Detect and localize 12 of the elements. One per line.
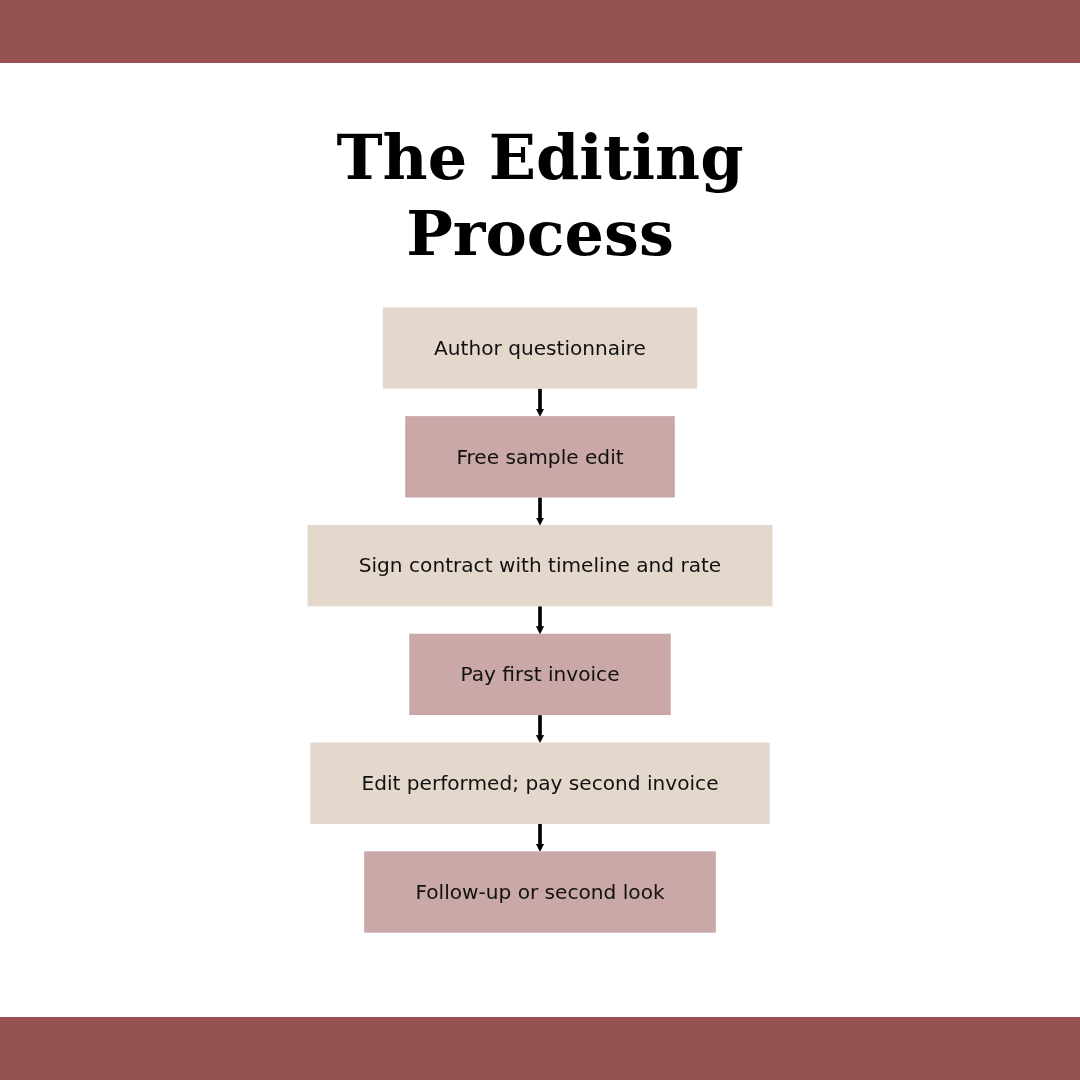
- arrow: [536, 715, 544, 743]
- node-box: Author questionnaire: [382, 307, 698, 389]
- node-box: Free sample edit: [405, 416, 675, 498]
- node-box: Sign contract with timeline and rate: [307, 524, 773, 607]
- node-box: Follow-up or second look: [364, 851, 716, 933]
- node-box: Edit performed; pay second invoice: [310, 742, 770, 824]
- title: The Editing Process: [335, 120, 745, 272]
- arrow: [536, 823, 544, 852]
- arrow: [536, 606, 544, 635]
- node-box: Pay first invoice: [409, 633, 671, 716]
- arrow: [536, 388, 544, 417]
- arrow: [536, 497, 544, 526]
